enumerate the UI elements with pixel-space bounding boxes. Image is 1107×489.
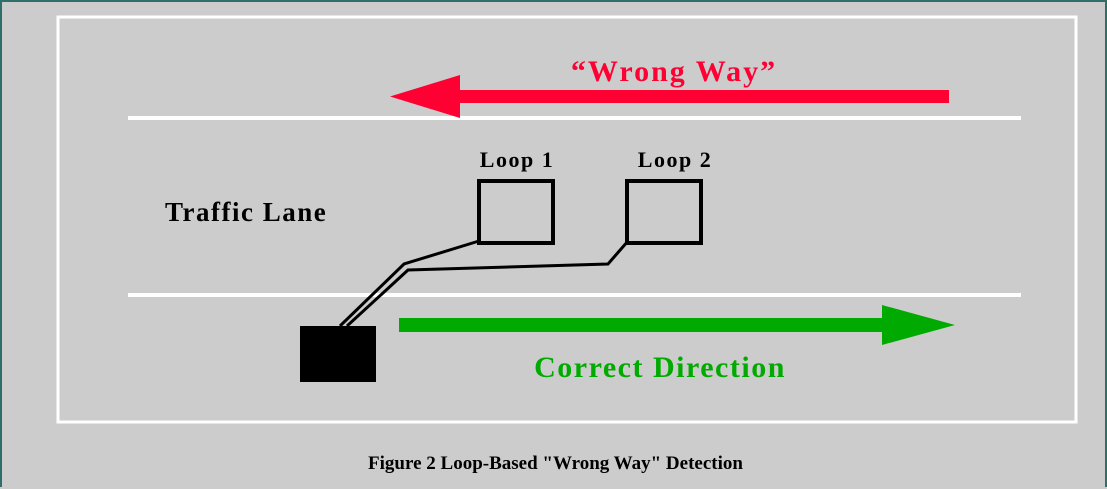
loop-1-wire: [338, 239, 480, 328]
diagram-panel: [56, 15, 1078, 424]
loop-1-square: [477, 179, 555, 245]
loop-2-label: Loop 2: [638, 147, 712, 172]
loop-2-wire: [345, 240, 630, 328]
wrong-way-arrow: [390, 75, 949, 118]
traffic-lane-label: Traffic Lane: [165, 197, 327, 227]
correct-direction-arrow: [399, 305, 955, 345]
loop-2-square: [625, 179, 703, 245]
correct-direction-label: Correct Direction: [534, 351, 786, 384]
controller-box: [300, 326, 376, 382]
loop-1-label: Loop 1: [480, 147, 554, 172]
wrong-way-label: “Wrong Way”: [571, 55, 777, 88]
figure-caption: Figure 2 Loop-Based "Wrong Way" Detectio…: [368, 453, 743, 474]
